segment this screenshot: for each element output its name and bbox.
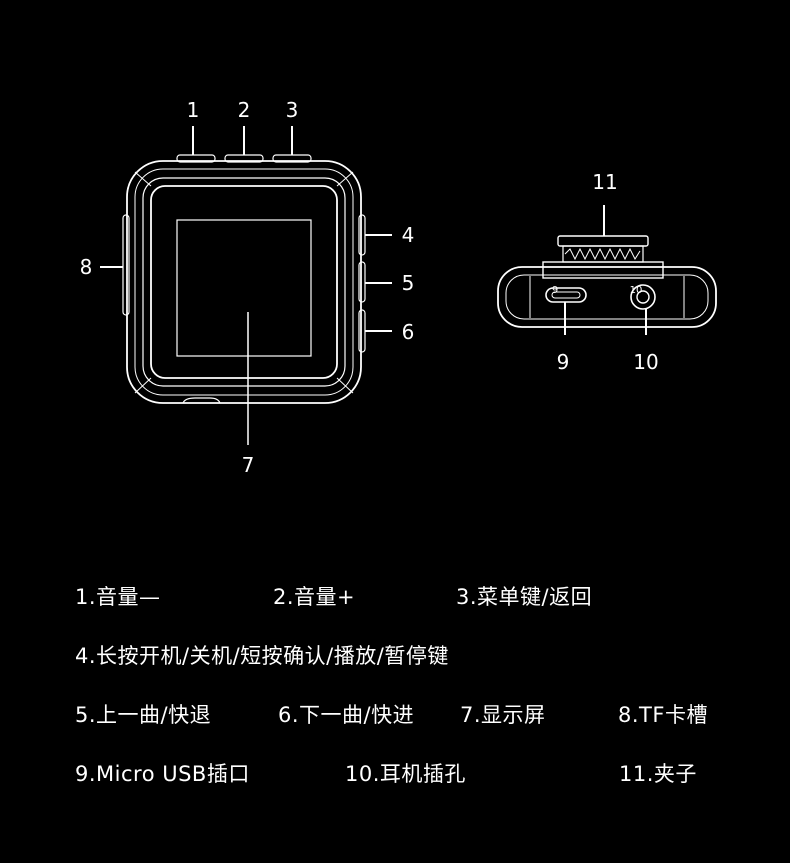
legend-item-6: 6.下一曲/快进 xyxy=(278,703,415,727)
callout-9: 9 xyxy=(557,350,570,374)
callout-8: 8 xyxy=(80,255,93,279)
corner-line xyxy=(336,377,354,394)
volume-down-button xyxy=(176,154,216,163)
legend-item-7: 7.显示屏 xyxy=(460,703,546,727)
corner-line xyxy=(134,377,152,394)
jack-small-label: 10 xyxy=(630,285,643,296)
corner-line xyxy=(336,171,354,187)
legend-item-10: 10.耳机插孔 xyxy=(345,762,466,786)
clip-top xyxy=(557,235,649,247)
legend-item-2: 2.音量+ xyxy=(273,585,356,609)
display-screen xyxy=(176,219,312,357)
side-view: 9 10 9 10 11 xyxy=(497,170,717,374)
legend-item-8: 8.TF卡槽 xyxy=(618,703,708,727)
side-body-inner xyxy=(505,274,709,320)
front-body-outer xyxy=(126,160,362,404)
clip-base xyxy=(542,261,664,279)
legend-item-1: 1.音量— xyxy=(75,585,161,609)
headphone-jack-inner xyxy=(636,290,650,304)
next-button xyxy=(358,309,366,353)
front-face xyxy=(150,185,338,379)
callout-6: 6 xyxy=(402,320,415,344)
callout-10: 10 xyxy=(633,350,658,374)
front-bezel xyxy=(142,177,346,387)
power-button xyxy=(358,214,366,256)
callout-11: 11 xyxy=(592,170,617,194)
tf-card-slot xyxy=(122,214,130,316)
callout-4: 4 xyxy=(402,223,415,247)
side-body-outer xyxy=(497,266,717,328)
legend-item-4: 4.长按开机/关机/短按确认/播放/暂停键 xyxy=(75,644,449,668)
legend-item-9: 9.Micro USB插口 xyxy=(75,762,250,786)
callout-3: 3 xyxy=(286,98,299,122)
micro-usb-port-inner xyxy=(551,291,581,299)
port-small-label: 9 xyxy=(552,285,558,296)
corner-line xyxy=(134,171,152,187)
callout-1: 1 xyxy=(187,98,200,122)
legend-item-3: 3.菜单键/返回 xyxy=(456,585,593,609)
prev-button xyxy=(358,261,366,303)
front-body-inner xyxy=(134,168,354,396)
headphone-jack-outer xyxy=(630,284,656,310)
callout-5: 5 xyxy=(402,271,415,295)
clip-spring-zigzag xyxy=(564,247,641,261)
legend-item-11: 11.夹子 xyxy=(619,762,697,786)
callout-7: 7 xyxy=(242,453,255,477)
front-view: 1 2 3 4 5 6 7 8 xyxy=(80,98,415,477)
bottom-notch xyxy=(182,397,221,404)
legend-item-5: 5.上一曲/快退 xyxy=(75,703,212,727)
callout-2: 2 xyxy=(238,98,251,122)
